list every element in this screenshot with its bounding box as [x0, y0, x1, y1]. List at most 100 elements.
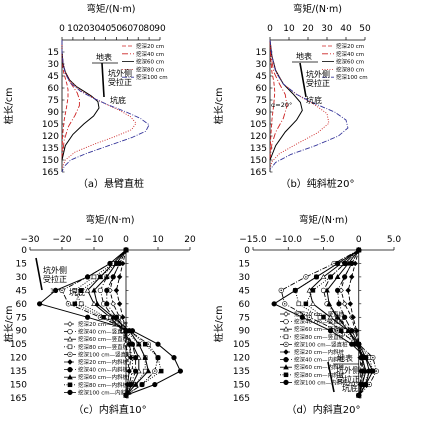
subplot-caption: （d）内斜直20°: [286, 403, 360, 416]
y-tick-label: 120: [10, 354, 27, 364]
side-label: 坑外侧: [336, 365, 360, 375]
data-point: [113, 287, 120, 294]
data-point: [334, 314, 341, 320]
data-point: [363, 355, 369, 361]
legend-marker: [67, 359, 73, 365]
data-point: [327, 328, 334, 334]
pile-symbol: [299, 62, 307, 98]
series-5: [61, 40, 150, 173]
y-tick-label: 135: [42, 144, 59, 154]
series-line: [74, 249, 146, 396]
data-point: [36, 301, 43, 307]
data-point: [78, 288, 84, 293]
y-tick-label: 75: [48, 96, 59, 106]
y-tick-label: 75: [256, 96, 267, 106]
data-point: [133, 368, 139, 374]
side-label: 坑外侧: [108, 68, 132, 78]
legend-label: 挖深80 cm: [336, 65, 364, 73]
tension-label: 受拉正: [306, 78, 330, 88]
data-point: [336, 301, 342, 307]
data-point: [271, 301, 277, 307]
legend-label: 挖深40 cm: [136, 50, 164, 58]
data-point: [299, 314, 305, 320]
legend-marker: [67, 374, 73, 380]
series-2: [269, 39, 288, 161]
pit-bottom-label: 坑底: [110, 95, 126, 105]
legend-label: 挖深100 cm—竖直桩: [294, 340, 348, 348]
legend-marker: [67, 382, 73, 388]
data-point: [342, 274, 348, 280]
legend-marker: [283, 326, 289, 332]
data-point: [324, 287, 330, 293]
data-point: [110, 274, 116, 280]
data-point: [133, 355, 139, 361]
x-tick-label: −15.0: [239, 235, 267, 245]
data-point: [292, 287, 298, 293]
legend-marker: [283, 357, 289, 363]
x-tick-label: −20: [53, 235, 72, 245]
series-3: [269, 39, 303, 161]
tension-label: 受拉正: [43, 274, 67, 284]
legend-marker-center: [285, 343, 287, 346]
data-point: [107, 260, 113, 267]
subplot-caption: （a）悬臂直桩: [78, 177, 144, 190]
x-tick-label: 40: [340, 24, 352, 34]
data-point: [362, 368, 369, 374]
y-tick-label: 30: [16, 273, 28, 283]
legend-label: 挖深100 cm—内斜桩: [294, 378, 348, 386]
y-tick-label: 90: [48, 108, 60, 118]
legend-marker: [283, 372, 289, 378]
legend-label: 挖深20 cm—内斜桩: [78, 358, 129, 366]
y-axis-title: 桩长/cm: [213, 88, 225, 125]
pile-symbol: [35, 257, 43, 291]
x-tick-label: 30: [89, 24, 101, 34]
data-point: [52, 287, 59, 293]
data-point: [177, 368, 183, 374]
y-tick-label: 75: [239, 313, 250, 323]
x-tick-label: 60: [122, 24, 134, 34]
x-tick-label: 50: [111, 24, 123, 34]
legend-marker: [67, 321, 73, 327]
tension-label: 受拉正: [336, 374, 360, 384]
data-point-center: [284, 303, 286, 305]
data-point-center: [147, 343, 150, 345]
series-10: [271, 247, 376, 398]
pile-symbol: [327, 361, 335, 393]
data-point: [334, 273, 341, 280]
y-tick-label: 165: [233, 394, 250, 404]
series-3: [61, 40, 100, 161]
x-axis-title: 弯矩/(N·m): [87, 3, 136, 15]
pile-symbol: [101, 62, 105, 98]
angle-label: 10°: [50, 287, 62, 295]
x-tick-label: 10: [283, 24, 295, 34]
legend-marker: [283, 364, 289, 370]
data-point: [126, 368, 132, 374]
data-point: [171, 355, 177, 361]
y-tick-label: 60: [239, 300, 251, 310]
y-tick-label: 30: [256, 60, 268, 70]
data-point: [142, 354, 149, 360]
tension-label: 受拉正: [108, 77, 132, 87]
data-point: [123, 392, 129, 398]
data-point: [78, 301, 84, 307]
subplot-caption: （b）纯斜桩20°: [280, 177, 354, 190]
series-4: [61, 40, 137, 169]
data-point: [116, 274, 123, 280]
series-10: [36, 247, 183, 398]
data-point-center: [280, 289, 282, 292]
y-tick-label: 165: [42, 168, 59, 178]
y-tick-label: 90: [256, 108, 268, 118]
y-tick-label: 60: [48, 84, 60, 94]
data-point: [72, 288, 78, 293]
data-point: [97, 287, 103, 293]
data-point: [139, 382, 145, 387]
data-point-center: [154, 370, 156, 372]
y-tick-label: 150: [233, 381, 250, 391]
data-point-center: [336, 330, 339, 332]
